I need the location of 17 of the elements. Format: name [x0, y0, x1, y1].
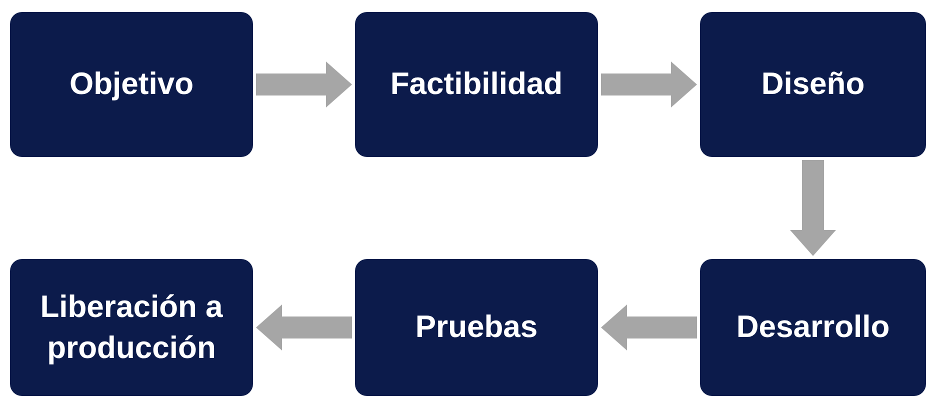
block-arrow — [790, 160, 836, 256]
process-box — [700, 259, 926, 396]
process-box — [10, 12, 253, 157]
block-arrow — [256, 304, 352, 350]
process-box — [355, 12, 598, 157]
step-label: Diseño — [761, 65, 865, 104]
step-label: Factibilidad — [390, 65, 563, 104]
step-label: Pruebas — [415, 308, 538, 346]
block-arrow — [256, 62, 352, 108]
step-label: Liberación a producción — [39, 288, 224, 366]
process-box — [355, 259, 598, 396]
block-arrow — [601, 62, 697, 108]
step-label: Desarrollo — [736, 308, 890, 346]
block-arrow — [601, 304, 697, 350]
step-label: Objetivo — [69, 65, 194, 104]
process-box — [10, 259, 253, 396]
process-box — [700, 12, 926, 157]
